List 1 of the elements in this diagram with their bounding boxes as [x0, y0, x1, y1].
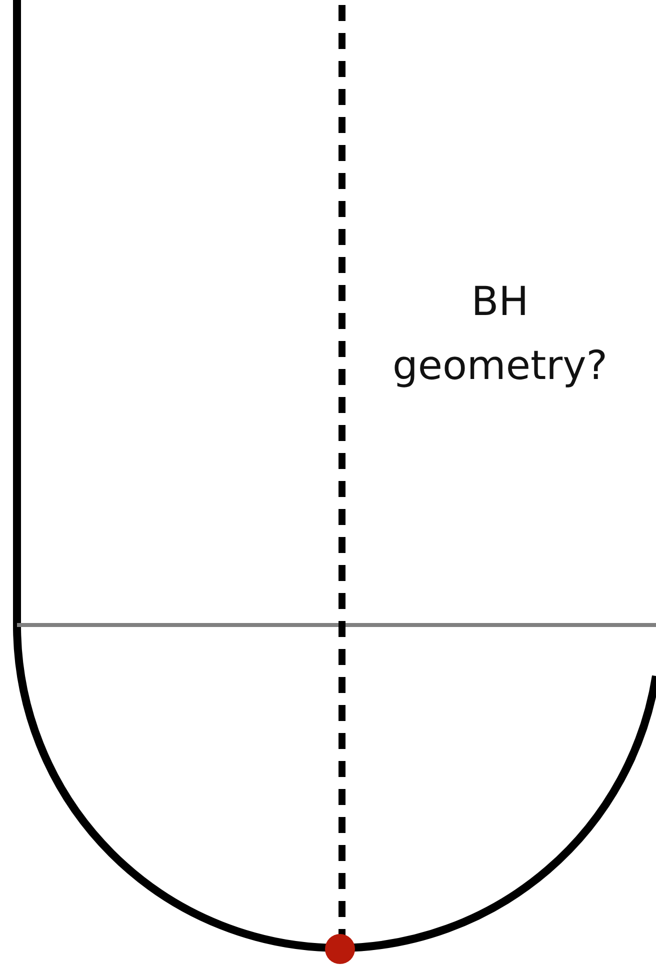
text-label: BH geometry? — [391, 278, 609, 391]
